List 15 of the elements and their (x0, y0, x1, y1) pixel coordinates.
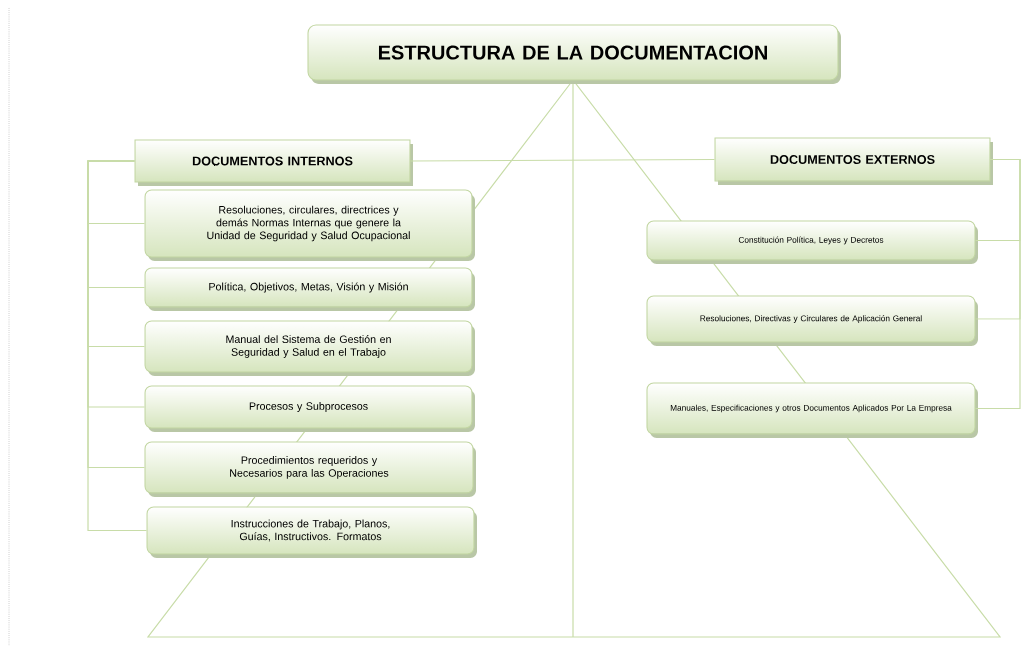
document-box: Resoluciones, circulares, directrices y demás Normas Internas que genere la Unidad de Seguridad y Salud Ocupacional (144, 189, 475, 261)
connector-line (974, 158, 1021, 410)
document-box: Constitución Política, Leyes y Decretos (646, 220, 978, 264)
connector-line (409, 158, 716, 162)
document-box: Procedimientos requeridos y Necesarios para las Operaciones (144, 441, 476, 497)
title-box: ESTRUCTURA DE LA DOCUMENTACION (307, 24, 841, 84)
category-box: DOCUMENTOS INTERNOS (134, 139, 413, 186)
document-box: Procesos y Subprocesos (144, 385, 475, 432)
document-box: Política, Objetivos, Metas, Visión y Misión (144, 267, 475, 311)
category-box: DOCUMENTOS EXTERNOS (714, 137, 993, 185)
document-box: Manual del Sistema de Gestión en Seguridad y Salud en el Trabajo (144, 320, 475, 376)
connector-line (87, 160, 148, 532)
document-box: Instrucciones de Trabajo, Planos, Guías, Instructivos. Formatos (146, 506, 477, 558)
document-box: Manuales, Especificaciones y otros Documentos Aplicados Por La Empresa (646, 382, 978, 438)
document-box: Resoluciones, Directivas y Circulares de Aplicación General (646, 295, 978, 346)
